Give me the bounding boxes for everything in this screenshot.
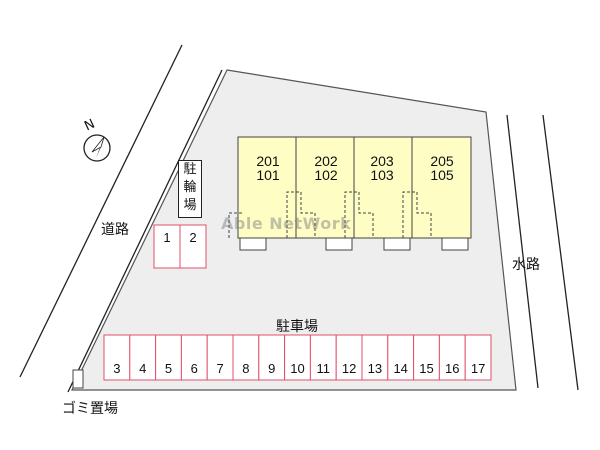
unit-lower: 102 xyxy=(314,167,338,183)
bicycle-parking-label: 駐輪場 xyxy=(178,160,202,218)
car-slot xyxy=(206,334,234,381)
car-slot-number: 9 xyxy=(268,361,276,376)
car-slot-number: 7 xyxy=(216,361,224,376)
garbage-label: ゴミ置場 xyxy=(62,401,118,417)
car-slot xyxy=(284,334,311,381)
car-slot-number: 11 xyxy=(316,361,331,376)
car-slot xyxy=(309,334,337,381)
bike-slot-number: 2 xyxy=(189,230,197,245)
stair-outline xyxy=(402,191,432,238)
car-slot-number: 12 xyxy=(341,361,357,376)
watermark: Able NetWork xyxy=(221,214,352,233)
entrance-box xyxy=(239,237,267,251)
car-slot-number: 5 xyxy=(164,361,173,376)
unit-lower: 105 xyxy=(430,167,454,183)
road-right-line xyxy=(67,69,223,393)
bicycle-parking-text: 駐輪場 xyxy=(183,162,197,213)
entrance-box xyxy=(383,237,411,251)
car-slot xyxy=(232,334,260,381)
unit-upper: 205 xyxy=(430,153,454,169)
stair-outline xyxy=(228,212,243,238)
garbage-box xyxy=(72,369,84,389)
bike-slot xyxy=(179,224,207,269)
car-slot-number: 6 xyxy=(190,361,198,376)
waterway-left-line xyxy=(506,114,539,389)
car-slot xyxy=(103,334,131,381)
road-label: 道路 xyxy=(101,222,129,238)
car-slot xyxy=(413,334,440,381)
unit-lower: 101 xyxy=(256,167,280,183)
stair-outlines xyxy=(228,191,432,238)
unit-lower: 103 xyxy=(370,167,394,183)
unit-upper: 201 xyxy=(256,153,280,169)
unit-upper: 202 xyxy=(314,153,338,169)
car-slot xyxy=(129,334,157,381)
car-slot-number: 3 xyxy=(113,361,121,376)
car-slot-number: 13 xyxy=(367,361,383,376)
car-slot-number: 16 xyxy=(445,361,460,376)
car-slot xyxy=(155,334,182,381)
entrance-boxes xyxy=(239,237,469,251)
stair-outline xyxy=(286,191,316,238)
car-slot xyxy=(361,334,389,381)
road-left-line xyxy=(19,44,183,378)
waterway-right-line xyxy=(542,114,579,391)
parking-label: 駐車場 xyxy=(276,319,318,335)
car-slot-number: 4 xyxy=(139,361,147,376)
bike-slot-number: 1 xyxy=(163,230,171,245)
entrance-box xyxy=(325,237,353,251)
car-slot-number: 17 xyxy=(470,361,486,376)
car-slot-number: 15 xyxy=(419,361,434,376)
car-slot xyxy=(464,334,492,381)
car-slot-number: 8 xyxy=(242,361,250,376)
car-slot xyxy=(258,334,286,381)
unit-upper: 203 xyxy=(370,153,394,169)
car-slot-number: 14 xyxy=(393,361,408,376)
north-arrow-icon xyxy=(83,134,111,162)
car-slot-number: 10 xyxy=(290,361,305,376)
car-slot xyxy=(335,334,363,381)
car-slots xyxy=(103,334,492,381)
entrance-box xyxy=(441,237,469,251)
bike-slots xyxy=(153,224,207,269)
waterway-label: 水路 xyxy=(512,257,540,273)
stair-outline xyxy=(344,191,374,238)
car-slot xyxy=(387,334,415,381)
